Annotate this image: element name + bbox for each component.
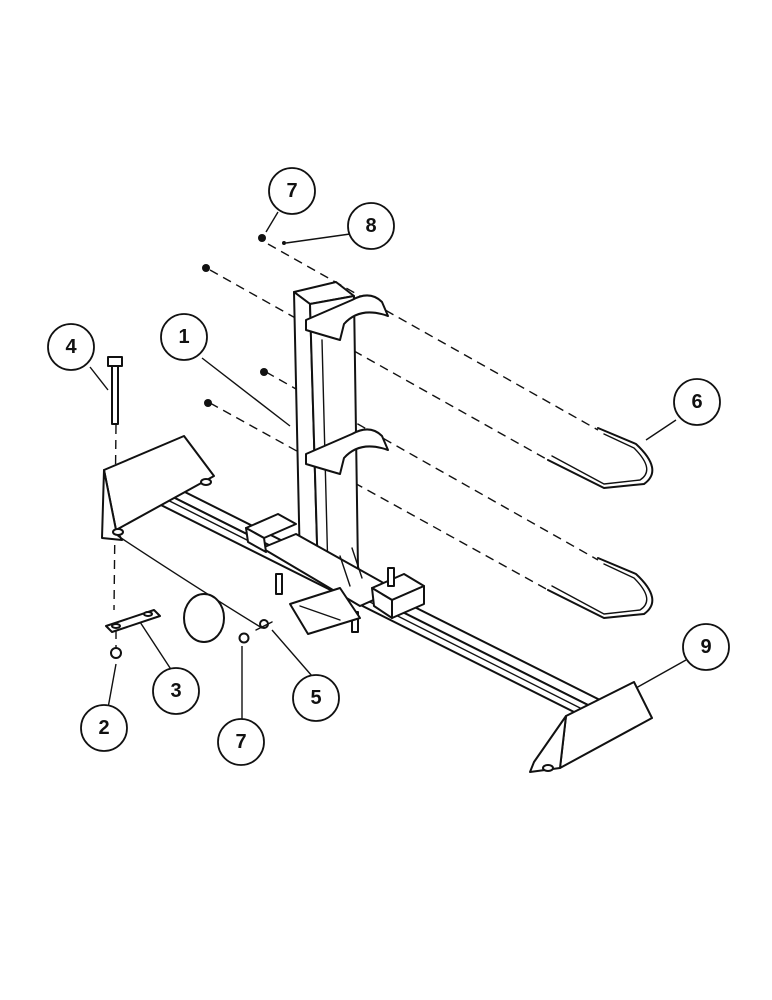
- hardware: [105, 234, 286, 659]
- svg-text:1: 1: [178, 326, 189, 348]
- svg-text:7: 7: [286, 180, 297, 202]
- callout-7-top: 7: [268, 167, 316, 215]
- callout-2: 2: [80, 704, 128, 752]
- vertical-post: [261, 281, 397, 607]
- svg-text:2: 2: [98, 717, 109, 739]
- svg-text:8: 8: [365, 215, 376, 237]
- callout-5: 5: [292, 674, 340, 722]
- callouts: 7 8 1 4 6 3 5 2: [47, 167, 730, 766]
- callout-6: 6: [673, 378, 721, 426]
- callout-4: 4: [47, 323, 95, 371]
- callout-7-bottom: 7: [217, 718, 265, 766]
- svg-text:4: 4: [65, 336, 77, 358]
- leader-lines: [89, 211, 687, 720]
- callout-9: 9: [682, 623, 730, 671]
- clamp-blocks: [245, 513, 425, 635]
- svg-text:6: 6: [691, 391, 702, 413]
- u-bolts: [547, 427, 654, 619]
- svg-text:3: 3: [170, 680, 181, 702]
- callout-3: 3: [152, 667, 200, 715]
- callout-1: 1: [160, 313, 208, 361]
- callout-8: 8: [347, 202, 395, 250]
- svg-text:9: 9: [700, 636, 711, 658]
- svg-text:7: 7: [235, 731, 246, 753]
- svg-text:5: 5: [310, 687, 321, 709]
